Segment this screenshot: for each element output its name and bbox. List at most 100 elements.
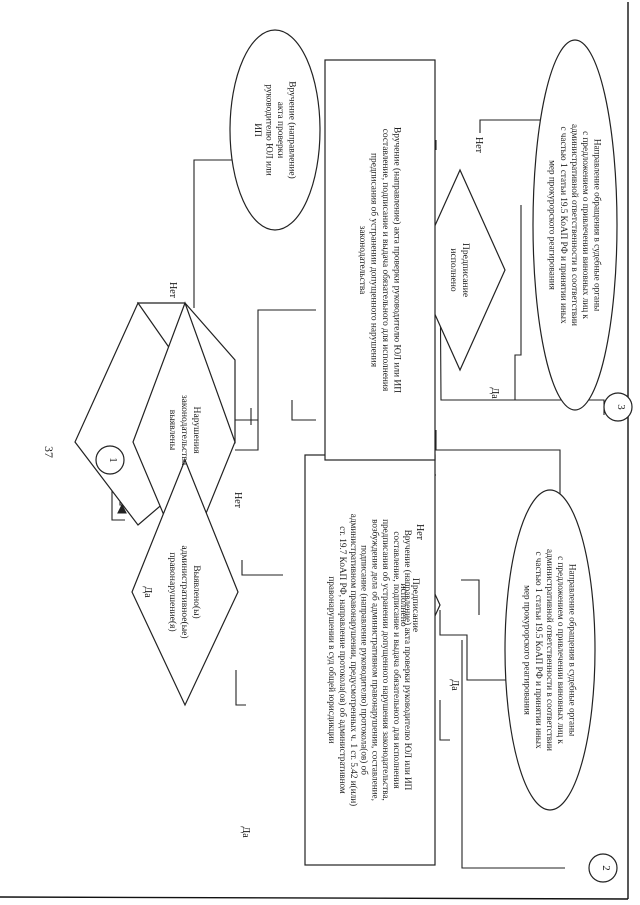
- court-left-text-line: с частью 1 статьи 19.5 КоАП РФ и приняти…: [534, 551, 544, 749]
- connector-line: [461, 579, 480, 615]
- left-process-text-line: ст. 19.7 КоАП РФ, направление протокола(…: [338, 526, 348, 794]
- connector-line: [479, 119, 550, 133]
- right-end-connector-circle: [603, 392, 633, 422]
- svg-text:Нарушениязаконодательствавыявл: Нарушениязаконодательствавыявлены: [167, 395, 202, 466]
- connector-line: [439, 610, 514, 681]
- hand-over-text-line: акта проверки: [275, 102, 285, 159]
- connector-line: [235, 670, 246, 706]
- svg-text:Выявлено(ы)административное(ые: Выявлено(ы)административное(ые)правонару…: [167, 545, 202, 638]
- decision-admin-offense-text-line: административное(ые): [179, 545, 190, 638]
- yes-order-left-label: Да: [449, 679, 460, 691]
- svg-text:Нет: Нет: [473, 137, 484, 154]
- decision-order-left-text-line: Предписание: [410, 578, 421, 632]
- svg-text:1: 1: [107, 457, 119, 463]
- court-right-text-line: Направление обращения в судебные органы: [592, 139, 602, 311]
- hand-over-text: Вручение (направление)акта проверкируков…: [252, 81, 298, 178]
- court-right-terminal: [532, 39, 618, 411]
- svg-text:Направление обращения в судебн: Направление обращения в судебные органыс…: [548, 124, 603, 326]
- svg-text:Да: Да: [489, 387, 500, 399]
- svg-text:3: 3: [615, 404, 627, 410]
- hand-over-text-line: Вручение (направление): [286, 81, 297, 178]
- svg-text:Нет: Нет: [167, 282, 178, 299]
- left-process-text-line: составление, подписание и выдача обязате…: [392, 531, 402, 789]
- left-end-connector-circle: [588, 853, 618, 883]
- left-process-box: [304, 454, 436, 866]
- court-left-text-line: Направление обращения в судебные органы: [567, 564, 577, 736]
- decision-order-left-text-line: исполнено: [398, 583, 409, 627]
- decision-admin-offense-text-line: Выявлено(ы): [191, 565, 202, 618]
- decision-violations-text-line: выявлены: [167, 410, 178, 451]
- court-left-text-line: административной ответственности в соотв…: [545, 549, 555, 751]
- court-left-terminal: [504, 489, 596, 811]
- court-left-text: Направление обращения в судебные органыс…: [523, 549, 578, 751]
- connector-line: [514, 205, 522, 400]
- decision-violations-text: Нарушениязаконодательствавыявлены: [167, 395, 202, 466]
- court-right-text-line: с частью 1 статьи 19.5 КоАП РФ и приняти…: [559, 126, 569, 324]
- decision-order-right-text-line: исполнено: [448, 248, 459, 292]
- decision-violations-text-line: законодательства: [179, 395, 190, 466]
- svg-text:Вручение (направление)акта про: Вручение (направление)акта проверкируков…: [252, 81, 298, 178]
- svg-text:Нет: Нет: [232, 492, 243, 509]
- no-violations-label: Нет: [167, 282, 178, 299]
- left-process-text-line: предписания об устранении допущенного на…: [381, 519, 391, 801]
- no-admin-label: Нет: [232, 492, 243, 509]
- svg-text:2: 2: [600, 865, 612, 871]
- page-number: 37: [42, 446, 56, 458]
- connector-line: [235, 309, 316, 451]
- svg-text:Вручение (направление) акта пр: Вручение (направление) акта проверки рук…: [357, 127, 403, 393]
- decision-admin-offense-diamond: [131, 458, 239, 707]
- no-order-right-label: Нет: [473, 137, 484, 154]
- left-process-text: Вручение (направление) акта проверки рук…: [327, 514, 413, 806]
- hand-over-text-line: руководителю ЮЛ или: [263, 84, 273, 175]
- decision-admin-offense-text-line: правонарушение(я): [167, 552, 178, 631]
- court-left-text-line: с предложением о привлечении виновных ли…: [556, 556, 566, 744]
- yes-admin-label: Да: [142, 586, 153, 598]
- left-process-text-line: правонарушении в суд общей юрисдикции: [327, 576, 337, 743]
- svg-text:Направление обращения в судебн: Направление обращения в судебные органыс…: [523, 549, 578, 751]
- start-connector-label: 1: [107, 457, 119, 463]
- svg-text:Предписаниеисполнено: Предписаниеисполнено: [398, 578, 421, 632]
- connector-line: [241, 560, 283, 576]
- decision-order-left-text: Предписаниеисполнено: [398, 578, 421, 632]
- svg-text:Предписаниеисполнено: Предписаниеисполнено: [448, 243, 471, 297]
- court-right-text-line: с предложением о привлечении виновных ли…: [581, 131, 591, 319]
- connector-line: [439, 700, 450, 741]
- svg-text:Да: Да: [240, 826, 251, 838]
- right-process-text-line: составление, подписание и выдача обязате…: [380, 129, 391, 392]
- court-right-text: Направление обращения в судебные органыс…: [548, 124, 603, 326]
- svg-text:Да: Да: [142, 586, 153, 598]
- decision-admin-offense-text: Выявлено(ы)административное(ые)правонару…: [167, 545, 202, 638]
- court-right-text-line: мер прокурорского реагирования: [548, 160, 558, 291]
- left-process-text-line: подписание (направление руководителю) пр…: [360, 545, 370, 775]
- hand-over-text-line: ИП: [252, 123, 262, 137]
- connector-line: [193, 159, 240, 308]
- right-process-text-line: предписания об устранении допущенного на…: [368, 153, 379, 368]
- connector-line: [461, 690, 565, 869]
- left-process-text-line: возбуждение дела об административном пра…: [370, 519, 380, 801]
- yes-left-box-label: Да: [240, 826, 251, 838]
- svg-text:Да: Да: [449, 679, 460, 691]
- left-process-text-line: административном правонарушении, предусм…: [349, 514, 359, 806]
- no-order-left-label: Нет: [414, 524, 425, 541]
- connector-line: [291, 400, 316, 421]
- right-process-text: Вручение (направление) акта проверки рук…: [357, 127, 403, 393]
- svg-text:Вручение (направление) акта пр: Вручение (направление) акта проверки рук…: [327, 514, 413, 806]
- page-edge-bottom: [0, 896, 629, 900]
- right-process-text-line: Вручение (направление) акта проверки рук…: [391, 127, 402, 393]
- left-end-connector-label: 2: [600, 865, 612, 871]
- labels-layer: 37123НарушениязаконодательствавыявленыВы…: [42, 81, 627, 870]
- decision-order-right-text-line: Предписание: [460, 243, 471, 297]
- yes-order-right-label: Да: [489, 387, 500, 399]
- right-process-text-line: законодательства: [357, 226, 367, 296]
- decision-violations-text-line: Нарушения: [191, 407, 202, 455]
- right-end-connector-label: 3: [615, 404, 627, 410]
- svg-text:Нет: Нет: [414, 524, 425, 541]
- decision-order-right-text: Предписаниеисполнено: [448, 243, 471, 297]
- hand-over-terminal: [229, 29, 321, 231]
- court-left-text-line: мер прокурорского реагирования: [523, 585, 533, 716]
- court-right-text-line: административной ответственности в соотв…: [570, 124, 580, 326]
- right-process-box: [324, 59, 436, 461]
- left-process-text-line: Вручение (направление) акта проверки рук…: [403, 530, 413, 791]
